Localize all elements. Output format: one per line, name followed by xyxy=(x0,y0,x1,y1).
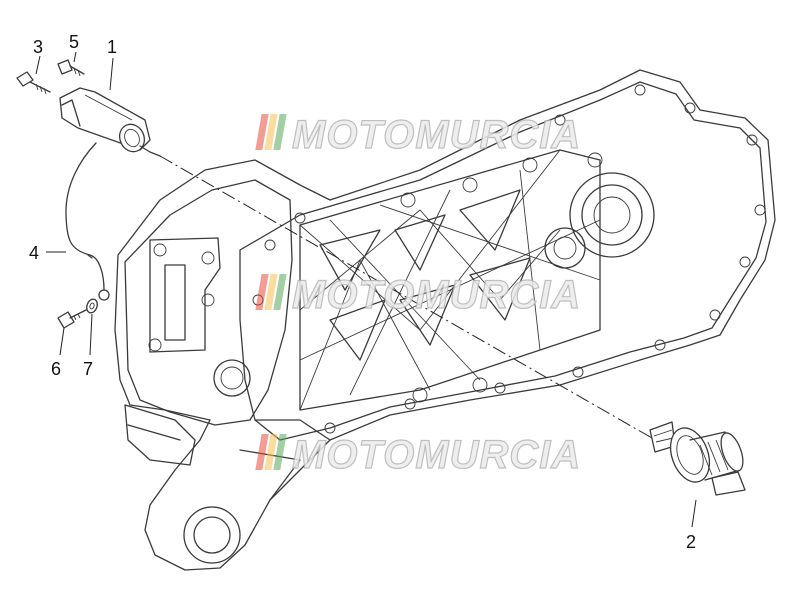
callout-2: 2 xyxy=(686,532,696,552)
watermark-text: MOTOMURCIA xyxy=(292,433,581,477)
watermark-stripe-3 xyxy=(273,114,287,150)
bolt-part-6 xyxy=(57,309,87,329)
watermark-top: MOTOMURCIA xyxy=(255,112,581,158)
watermark-stripe-1 xyxy=(255,434,269,470)
washer-part-7 xyxy=(86,298,98,314)
callout-5: 5 xyxy=(69,32,79,52)
callout-7: 7 xyxy=(83,359,93,379)
starter-motor xyxy=(59,87,161,157)
callout-labels: 3 5 1 4 6 7 2 xyxy=(29,32,696,552)
starter-drive-gear xyxy=(649,421,746,496)
watermark-stripe-1 xyxy=(255,114,269,150)
callout-3: 3 xyxy=(33,37,43,57)
callout-6: 6 xyxy=(51,359,61,379)
watermark-stripe-1 xyxy=(255,274,269,310)
watermark-stripe-3 xyxy=(273,274,287,310)
watermark-middle: MOTOMURCIA xyxy=(255,272,581,318)
watermark-stripe-3 xyxy=(273,434,287,470)
watermark-stripe-2 xyxy=(264,434,278,470)
watermark-text: MOTOMURCIA xyxy=(292,273,581,317)
watermark-bottom: MOTOMURCIA xyxy=(255,432,581,478)
screw-part-3 xyxy=(16,71,51,95)
leader-lines xyxy=(35,51,697,528)
watermark-stripe-2 xyxy=(264,274,278,310)
callout-1: 1 xyxy=(107,37,117,57)
watermark-text: MOTOMURCIA xyxy=(292,113,581,157)
ground-cable xyxy=(65,142,110,301)
callout-4: 4 xyxy=(29,243,39,263)
watermark-stripe-2 xyxy=(264,114,278,150)
screw-part-5 xyxy=(57,59,85,77)
